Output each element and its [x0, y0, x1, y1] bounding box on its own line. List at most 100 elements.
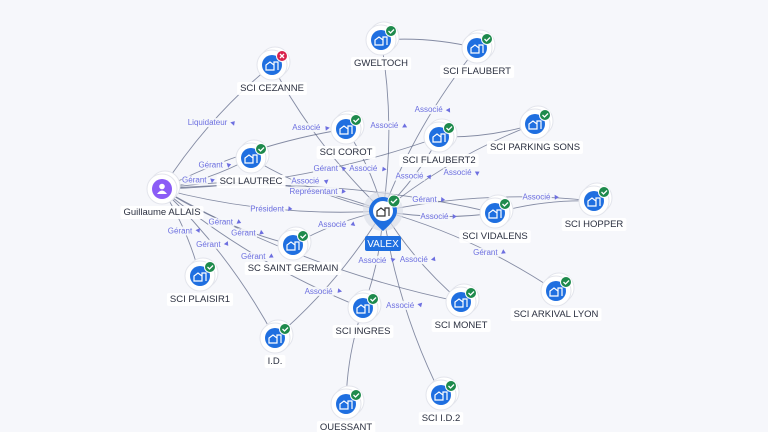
building-icon [528, 120, 542, 130]
node-plaisir1[interactable]: SCI PLAISIR1 [166, 257, 234, 306]
edge-allais-flaubert2[interactable] [161, 136, 440, 190]
edge-label-bg [348, 164, 379, 174]
node-label: SC SAINT GERMAIN [248, 263, 339, 274]
check-icon [560, 276, 572, 288]
check-icon [350, 389, 362, 401]
edge-label: Gérant [168, 226, 193, 235]
node-valex[interactable]: VALEX [363, 191, 403, 251]
edge-label: Associé [522, 193, 551, 202]
node-flaubert2[interactable]: SCI FLAUBERT2 [399, 118, 479, 167]
arrow-icon [402, 123, 408, 128]
node-label-bg [399, 154, 479, 167]
arrow-icon [382, 166, 387, 172]
status-mark [446, 126, 453, 131]
node-stgermain[interactable]: SC SAINT GERMAIN [244, 226, 342, 275]
node-label: SCI PARKING SONS [490, 142, 580, 153]
edge-label-bg [198, 160, 225, 170]
node-label-bg [418, 412, 464, 425]
node-label: SCI VIDALENS [462, 231, 527, 242]
node-ouessant[interactable]: OUESSANT [316, 385, 376, 432]
node-allais[interactable]: Guillaume ALLAIS [120, 170, 204, 219]
edge-allais-id[interactable] [161, 188, 276, 339]
edge-valex-hopper[interactable] [382, 196, 595, 212]
node-corot[interactable]: SCI COROT [316, 110, 376, 159]
node-label-bg [486, 141, 584, 154]
edge-label: Gérant [231, 228, 256, 237]
node-label-bg [264, 355, 286, 368]
building-icon [587, 197, 601, 207]
edge-label-valex-gweltoch: Associé [370, 120, 408, 130]
check-mark [390, 198, 398, 204]
edge-label: Gérant [412, 195, 437, 204]
node-arkival[interactable]: SCI ARKIVAL LYON [510, 272, 602, 321]
status-mark [370, 297, 377, 302]
node-label-bg [244, 262, 342, 275]
node-id[interactable]: I.D. [259, 319, 294, 368]
node-gweltoch[interactable]: GWELTOCH [350, 21, 412, 70]
node-id2[interactable]: SCI I.D.2 [418, 376, 464, 425]
arrow-icon [341, 188, 346, 194]
edge-label-valex-arkival: Gérant [472, 247, 506, 257]
status-mark [468, 291, 475, 296]
check-icon [279, 323, 291, 335]
nodes-layer: Guillaume ALLAIS SCI CEZANNE GWELTOCH SCI F… [120, 21, 627, 432]
edge-label-bg [304, 286, 334, 296]
edge-label-valex-lautrec: Associé [291, 176, 329, 186]
node-flaubert[interactable]: SCI FLAUBERT [440, 29, 515, 78]
arrow-icon [325, 126, 330, 131]
arrow-icon [554, 194, 559, 200]
status-mark [279, 53, 285, 59]
node-lautrec[interactable]: SCI LAUTREC [216, 139, 286, 188]
node-vidalens[interactable]: SCI VIDALENS [459, 194, 531, 243]
edge-label-bg [291, 176, 321, 186]
arrow-icon [417, 302, 423, 308]
status-mark [353, 393, 360, 398]
center-label-bg [365, 236, 401, 251]
edge-label-bg [385, 300, 416, 310]
edge-label-bg [472, 247, 499, 257]
node-label: SCI COROT [320, 147, 373, 158]
status-mark [388, 29, 395, 34]
edge-valex-arkival[interactable] [382, 210, 557, 292]
building-icon [374, 36, 388, 46]
arrow-icon [390, 257, 396, 263]
check-icon [499, 198, 511, 210]
arrow-icon [223, 241, 229, 246]
building-icon [549, 287, 563, 297]
edge-line [382, 210, 557, 292]
edge-label-allais-valex: Président [249, 204, 293, 214]
building-icon [434, 391, 448, 401]
status-mark [601, 190, 608, 195]
edge-label-valex-ingres: Associé [358, 256, 396, 265]
building-icon [454, 298, 468, 308]
edge-label: Gérant [473, 248, 498, 257]
arrow-icon [341, 166, 347, 172]
edge-label: Associé [395, 172, 424, 181]
arrow-icon [452, 213, 457, 219]
status-mark [300, 234, 307, 239]
person-body [157, 190, 167, 194]
node-parking[interactable]: SCI PARKING SONS [486, 105, 584, 154]
node-ingres[interactable]: SCI INGRES [332, 289, 394, 338]
building-icon [432, 133, 446, 143]
edge-label: Représentant [289, 187, 338, 196]
edge-label-valex-stgermain: Associé [317, 219, 356, 229]
node-label: SCI PLAISIR1 [170, 294, 230, 305]
edge-label: Gérant [241, 252, 266, 261]
edge-label-allais-monet: Gérant [230, 228, 264, 238]
edge-label-allais-vidalens: Gérant [411, 195, 446, 205]
edge-label: Associé [305, 287, 334, 296]
edge-label: Gérant [182, 176, 207, 185]
edge-label: Gérant [196, 240, 221, 249]
arrow-icon [195, 228, 201, 233]
edge-label-bg [411, 195, 439, 205]
node-cezanne[interactable]: SCI CEZANNE [237, 46, 307, 95]
node-hopper[interactable]: SCI HOPPER [561, 182, 627, 231]
edge-label-bg [370, 120, 400, 130]
edge-label-allais-cezanne: Liquidateur [187, 118, 235, 128]
edge-label: Associé [292, 123, 321, 132]
node-label-bg [216, 175, 286, 188]
node-monet[interactable]: SCI MONET [431, 283, 491, 332]
building-icon [244, 154, 258, 164]
